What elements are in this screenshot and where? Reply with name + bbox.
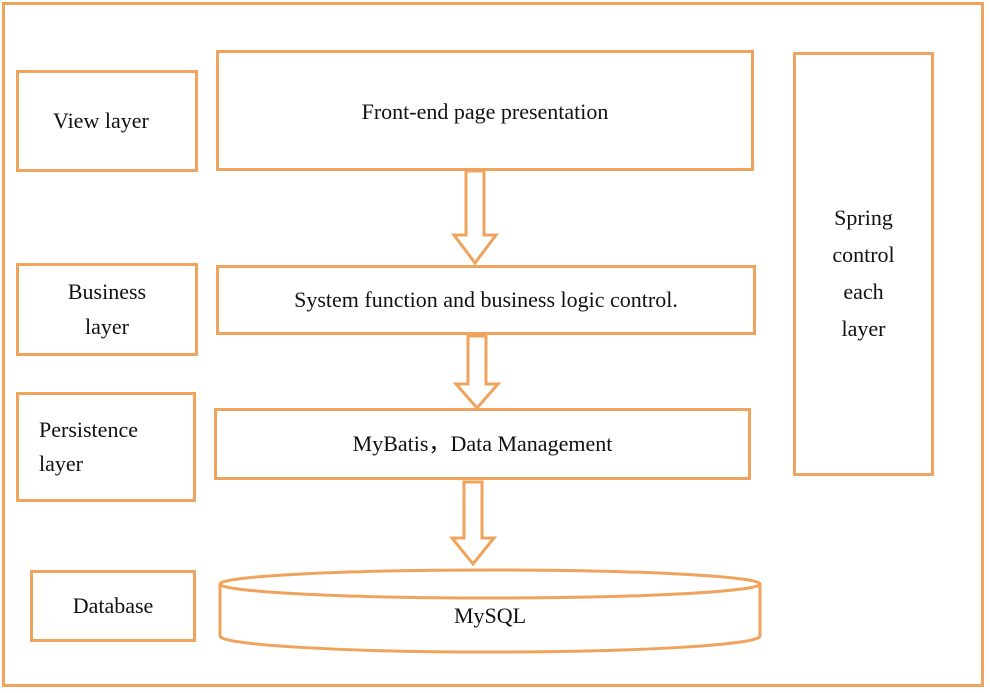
business-layer-text-line1: Business [67,279,147,305]
business-logic-box: System function and business logic contr… [216,265,756,335]
persistence-layer-text-line2: layer [39,451,83,476]
spring-text-line4: layer [841,315,886,341]
frontend-presentation-text: Front-end page presentation [361,99,609,124]
business-logic-text: System function and business logic contr… [294,286,678,312]
persistence-layer-label: Persistence layer [16,392,196,502]
arrow-business-to-persistence [452,334,502,411]
database-label: Database [30,570,196,642]
mybatis-box: MyBatis，Data Management [214,408,751,480]
view-layer-text: View layer [53,107,149,133]
spring-text-line2: control [832,241,895,267]
frontend-presentation-box: Front-end page presentation [216,50,754,171]
spring-control-box: Spring control each layer [793,52,934,476]
spring-text-line1: Spring [834,205,893,230]
view-layer-label: View layer [16,70,198,172]
database-text: Database [72,592,154,618]
arrow-persistence-to-database [448,480,498,567]
persistence-layer-text-line1: Persistence [39,416,138,442]
mybatis-text: MyBatis，Data Management [352,430,613,456]
mysql-text: MySQL [453,603,527,628]
business-layer-label: Business layer [16,263,198,356]
spring-text-line3: each [843,278,884,304]
mysql-cylinder-icon [218,568,762,654]
business-layer-text-line2: layer [85,313,129,339]
arrow-view-to-business [451,169,499,266]
